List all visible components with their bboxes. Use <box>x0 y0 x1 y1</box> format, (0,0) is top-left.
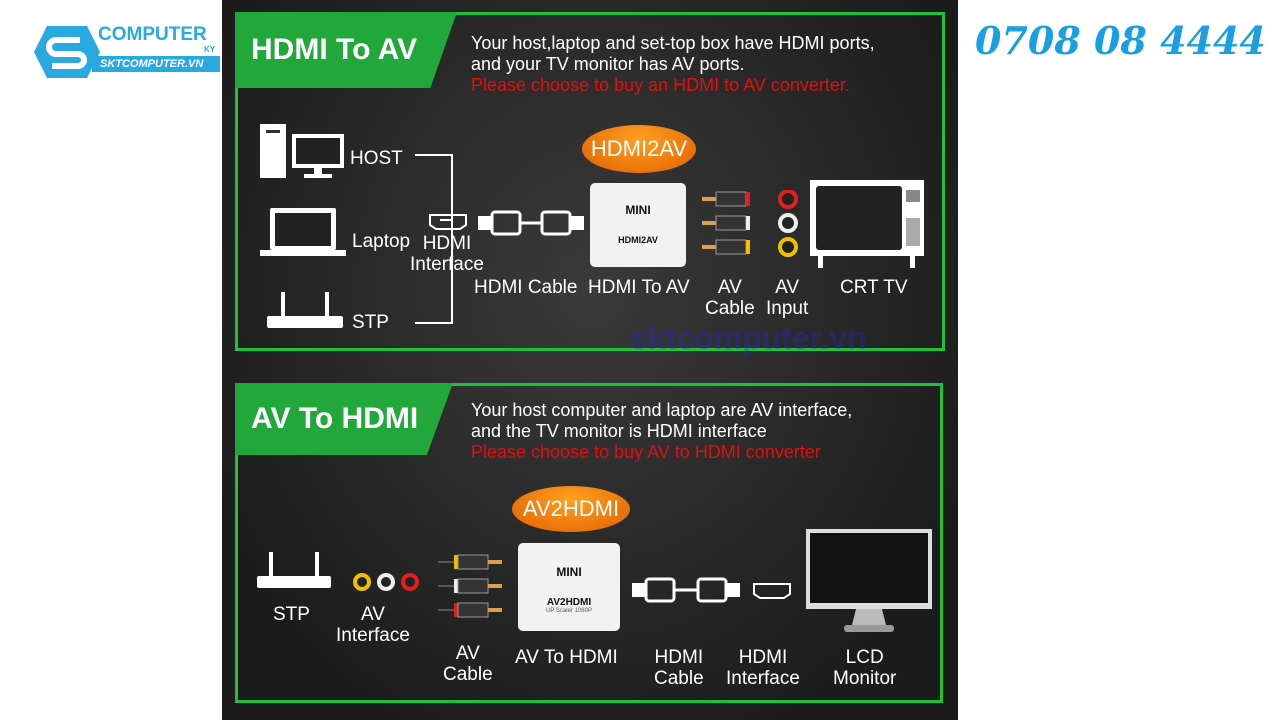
section2-title: AV To HDMI <box>235 383 453 455</box>
stp-router-icon <box>257 552 331 588</box>
section-av-to-hdmi <box>235 383 943 703</box>
host-computer-icon <box>260 124 344 178</box>
label-av-to-hdmi: AV To HDMI <box>515 647 618 668</box>
label-host: HOST <box>350 148 403 169</box>
device-model: AV2HDMI <box>546 597 592 608</box>
hdmi-cable-icon <box>478 210 584 236</box>
label-hdmi-cable: HDMI Cable <box>474 277 578 298</box>
connector-bracket <box>415 154 453 324</box>
label-crt-tv: CRT TV <box>840 277 908 298</box>
label-hdmi-to-av: HDMI To AV <box>588 277 690 298</box>
label-laptop: Laptop <box>352 231 411 252</box>
device-brand: MINI <box>556 565 582 579</box>
label-stp: STP <box>273 604 310 625</box>
logo-suffix: KY <box>204 45 216 54</box>
av2hdmi-converter: MINI AV2HDMI UP Scaler 1080P <box>518 543 620 631</box>
desc-line: and your TV monitor has AV ports. <box>471 54 745 74</box>
watermark: sktcomputer.vn <box>630 320 867 356</box>
label-hdmi-cable: HDMI Cable <box>654 647 704 689</box>
section2-description: Your host computer and laptop are AV int… <box>471 400 852 463</box>
av-rca-cable-icon <box>702 190 798 257</box>
label-av-input: AV Input <box>766 277 809 319</box>
hdmi-port-icon <box>429 214 467 230</box>
desc-line: and the TV monitor is HDMI interface <box>471 421 767 441</box>
hdmi-port-icon <box>753 583 791 599</box>
label-hdmi-interface: HDMI Interface <box>726 647 800 689</box>
device-subtitle: UP Scaler 1080P <box>546 608 592 614</box>
hdmi2av-converter: MINI HDMI2AV <box>590 183 686 267</box>
label-av-interface: AV Interface <box>336 604 410 646</box>
logo-hexagon-icon <box>34 26 100 78</box>
desc-warning: Please choose to buy an HDMI to AV conve… <box>471 75 850 95</box>
laptop-icon <box>260 208 346 256</box>
hdmi-cable-icon <box>632 577 740 603</box>
section1-description: Your host,laptop and set-top box have HD… <box>471 33 875 96</box>
crt-tv-icon <box>810 180 924 268</box>
section-hdmi-to-av <box>235 12 945 351</box>
stp-router-icon <box>267 292 343 328</box>
av-interface-icon <box>353 573 419 591</box>
desc-line: Your host,laptop and set-top box have HD… <box>471 33 875 53</box>
desc-line: Your host computer and laptop are AV int… <box>471 400 853 420</box>
phone-number[interactable]: 0708 08 4444 <box>975 18 1266 63</box>
av2hdmi-bubble: AV2HDMI <box>512 486 630 532</box>
hdmi2av-bubble: HDMI2AV <box>582 125 696 173</box>
logo-url: SKTCOMPUTER.VN <box>92 56 220 72</box>
desc-warning: Please choose to buy AV to HDMI converte… <box>471 442 821 462</box>
label-av-cable: AV Cable <box>443 643 493 685</box>
label-hdmi-interface: HDMI Interface <box>410 233 484 275</box>
device-model: HDMI2AV <box>618 235 658 245</box>
device-brand: MINI <box>625 203 651 217</box>
av-rca-cable-icon <box>438 554 502 618</box>
label-stp: STP <box>352 312 389 333</box>
logo-name: COMPUTER <box>98 24 207 45</box>
label-av-cable: AV Cable <box>705 277 755 319</box>
label-lcd-monitor: LCD Monitor <box>833 647 897 689</box>
lcd-monitor-icon <box>806 529 932 632</box>
logo <box>30 22 230 82</box>
section1-title: HDMI To AV <box>235 12 457 88</box>
